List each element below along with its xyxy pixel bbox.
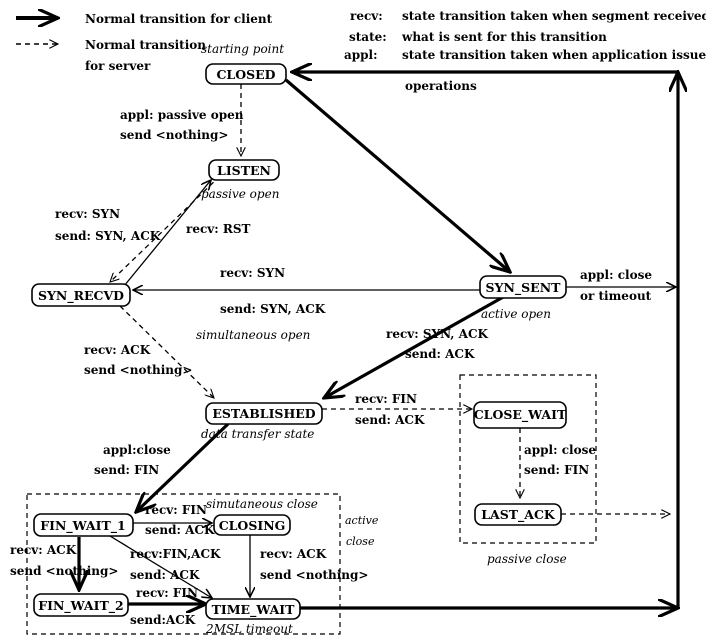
state-close-wait: CLOSE_WAIT (473, 401, 567, 429)
edge-listen-synrecvd (110, 175, 221, 282)
svg-text:LAST_ACK: LAST_ACK (481, 507, 556, 523)
edge-synsent-established (324, 294, 506, 398)
label-finwait1-closing-1: recv: FIN (145, 503, 207, 517)
svg-text:SYN_SENT: SYN_SENT (486, 280, 562, 296)
label-finwait1-finwait2-2: send <nothing> (10, 564, 118, 578)
label-closed-listen-1: appl: passive open (120, 108, 244, 122)
svg-text:SYN_RECVD: SYN_RECVD (38, 288, 124, 304)
edge-finwait1-timewait (109, 535, 212, 598)
state-fin-wait-2: FIN_WAIT_2 (33, 593, 129, 617)
label-listen-synrecvd-2: send: SYN, ACK (55, 229, 161, 243)
svg-text:ESTABLISHED: ESTABLISHED (212, 406, 315, 421)
state-fin-wait-1: FIN_WAIT_1 (33, 513, 134, 537)
legend-state-desc: what is sent for this transition (401, 30, 607, 44)
label-est-closewait-2: send: ACK (355, 413, 425, 427)
legend-server-text-2: for server (85, 59, 151, 73)
state-listen: LISTEN (208, 159, 280, 181)
annotation-passive-open: passive open (201, 187, 279, 201)
label-closing-timewait-2: send <nothing> (260, 568, 368, 582)
label-closewait-lastack-1: appl: close (524, 443, 596, 457)
label-est-closewait-1: recv: FIN (355, 392, 417, 406)
states: CLOSED LISTEN SYN_RECVD SYN_SENT ESTABLI… (31, 63, 567, 620)
label-est-finwait1-1: appl:close (103, 443, 171, 457)
label-finwait1-timewait-2: send: ACK (130, 568, 200, 582)
label-synsent-est-1: recv: SYN, ACK (386, 327, 488, 341)
label-synrecvd-est-1: recv: ACK (84, 343, 151, 357)
edge-established-finwait1 (136, 422, 230, 512)
legend-appl-desc-1: state transition taken when application … (402, 48, 706, 62)
label-synsent-synrecvd-1: recv: SYN (220, 266, 285, 280)
label-finwait1-timewait-1: recv:FIN,ACK (130, 547, 221, 561)
label-listen-synrecvd-1: recv: SYN (55, 207, 120, 221)
svg-text:FIN_WAIT_2: FIN_WAIT_2 (38, 598, 123, 614)
annotation-passive-close: passive close (487, 552, 567, 566)
svg-text:LISTEN: LISTEN (217, 163, 271, 178)
edge-synrecvd-listen (123, 180, 211, 287)
legend: Normal transition for client Normal tran… (16, 9, 706, 93)
svg-text:CLOSE_WAIT: CLOSE_WAIT (474, 407, 567, 423)
svg-text:CLOSED: CLOSED (216, 67, 275, 82)
edge-synrecvd-established (119, 305, 214, 398)
annotation-close: close (346, 535, 375, 548)
label-finwait2-timewait-2: send:ACK (130, 613, 196, 627)
annotations: starting point passive open simultaneous… (196, 42, 567, 636)
label-synsent-synrecvd-2: send: SYN, ACK (220, 302, 326, 316)
legend-recv-key: recv: (350, 9, 383, 23)
state-time-wait: TIME_WAIT (205, 598, 301, 620)
svg-text:CLOSING: CLOSING (219, 518, 286, 533)
annotation-simultaneous-close: simutaneous close (206, 497, 318, 511)
legend-client-text: Normal transition for client (85, 12, 273, 26)
state-established: ESTABLISHED (205, 402, 323, 425)
annotation-2msl-timeout: 2MSL timeout (205, 622, 293, 636)
label-synrecvd-est-2: send <nothing> (84, 363, 192, 377)
legend-recv-desc: state transition taken when segment rece… (402, 9, 706, 23)
edge-closed-synsent (284, 78, 510, 272)
legend-state-key: state: (349, 30, 387, 44)
state-closed: CLOSED (205, 63, 287, 85)
transition-edges (79, 72, 678, 608)
label-synsent-close-2: or timeout (580, 289, 652, 303)
state-syn-sent: SYN_SENT (479, 275, 567, 299)
legend-appl-desc-2: operations (405, 79, 477, 93)
svg-text:FIN_WAIT_1: FIN_WAIT_1 (40, 518, 125, 534)
annotation-active: active (345, 514, 379, 527)
annotation-active-open: active open (481, 307, 551, 321)
annotation-simultaneous-open: simultaneous open (196, 328, 310, 342)
label-synsent-close-1: appl: close (580, 268, 652, 282)
annotation-data-transfer: data transfer state (201, 427, 314, 441)
state-last-ack: LAST_ACK (474, 503, 562, 526)
state-closing: CLOSING (213, 514, 291, 536)
annotation-starting-point: starting point (201, 42, 284, 56)
passive-close-region (459, 374, 597, 544)
label-synrecvd-listen: recv: RST (186, 222, 250, 236)
label-finwait1-closing-2: send: ACK (145, 523, 215, 537)
state-syn-recvd: SYN_RECVD (31, 283, 131, 307)
active-close-region (26, 493, 341, 635)
transition-labels: appl: passive open send <nothing> recv: … (10, 108, 652, 627)
label-finwait1-finwait2-1: recv: ACK (10, 543, 77, 557)
legend-server-text-1: Normal transition (85, 38, 206, 52)
legend-appl-key: appl: (344, 48, 378, 62)
label-finwait2-timewait-1: recv: FIN (136, 586, 198, 600)
label-closewait-lastack-2: send: FIN (524, 463, 589, 477)
label-est-finwait1-2: send: FIN (94, 463, 159, 477)
svg-text:TIME_WAIT: TIME_WAIT (212, 602, 296, 618)
label-closed-listen-2: send <nothing> (120, 128, 228, 142)
label-closing-timewait-1: recv: ACK (260, 547, 327, 561)
label-synsent-est-2: send: ACK (405, 347, 475, 361)
